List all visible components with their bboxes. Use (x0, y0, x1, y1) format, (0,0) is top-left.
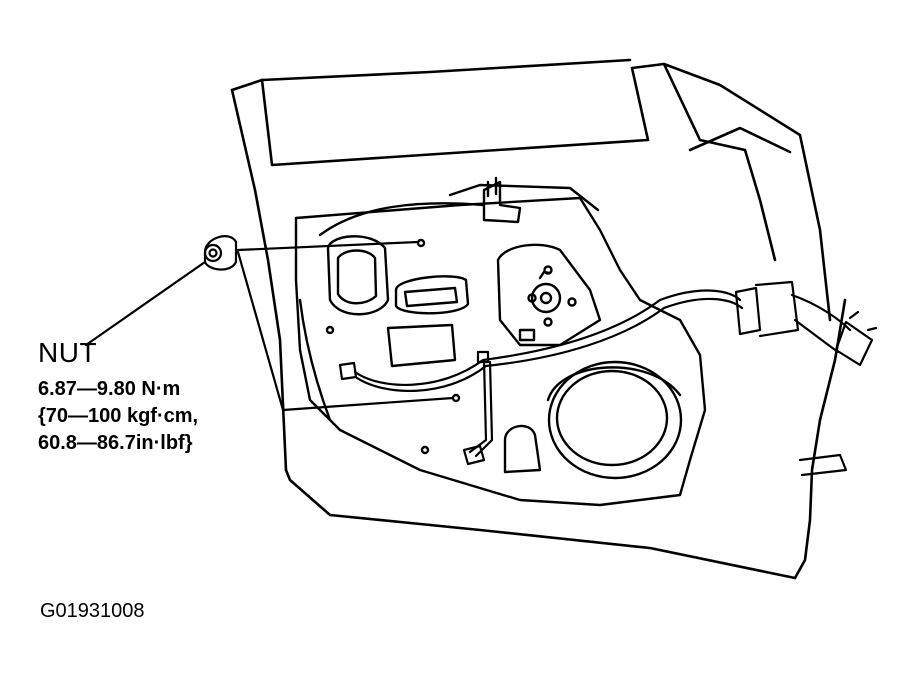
window-frame (230, 58, 832, 472)
torque-spec-kgfcm: {70—100 kgf·cm, (38, 405, 199, 427)
inner-panel (294, 183, 707, 507)
door-shell (284, 126, 847, 580)
projection-line-upper (236, 240, 420, 252)
nut-label: NUT (38, 337, 98, 368)
torque-spec: 6.87—9.80 N·m {70—100 kgf·cm, 60.8—86.7i… (38, 376, 198, 457)
wiring-harness (338, 280, 878, 477)
nut-icon (203, 235, 238, 271)
projection-line-lower (281, 396, 455, 412)
lock-actuator (318, 176, 522, 237)
figure-id: G01931008 (40, 600, 145, 622)
projection-line-side (236, 250, 285, 412)
torque-spec-nm: 6.87—9.80 N·m (38, 378, 181, 400)
leader-line-nut (84, 260, 207, 347)
nut-callout (84, 235, 455, 412)
torque-spec-inlbf: 60.8—86.7in·lbf} (38, 432, 193, 454)
